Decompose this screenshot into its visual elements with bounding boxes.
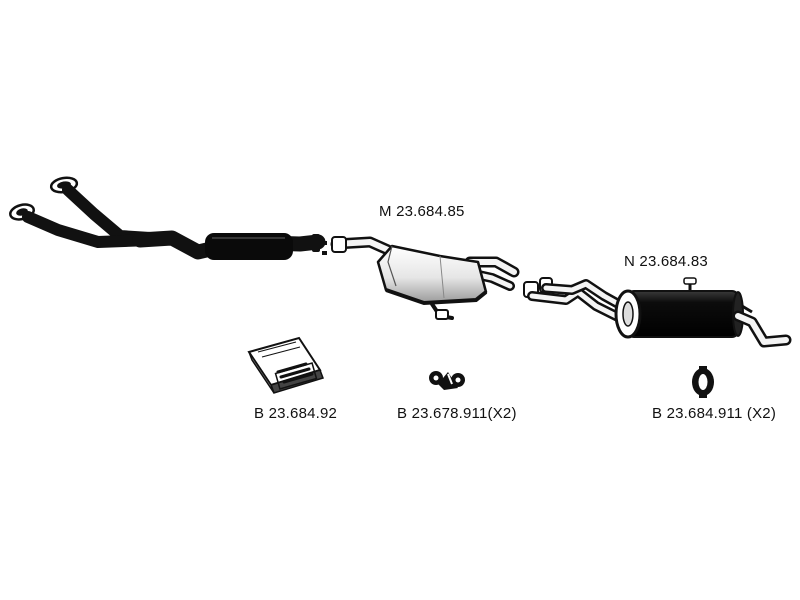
rubber-mount-a-part-number: B 23.678.911(X2) [397, 405, 517, 422]
rubber-mount-b-part-number: B 23.684.911 (X2) [652, 405, 777, 422]
mounting-kit-illustration [247, 336, 324, 394]
middle-silencer-inlet-clamp [331, 236, 347, 253]
middle-silencer [330, 236, 520, 320]
mounting-kit-part-number: B 23.684.92 [254, 405, 338, 422]
rear-silencer-drum [627, 290, 739, 338]
middle-silencer-part-number: M 23.684.85 [379, 203, 465, 220]
rubber-mount-a-illustration [429, 371, 465, 390]
rear-silencer [523, 277, 792, 348]
rear-silencer-part-number: N 23.684.83 [624, 253, 708, 270]
front-pipe [9, 176, 327, 260]
rubber-mount-b-illustration [692, 366, 714, 398]
